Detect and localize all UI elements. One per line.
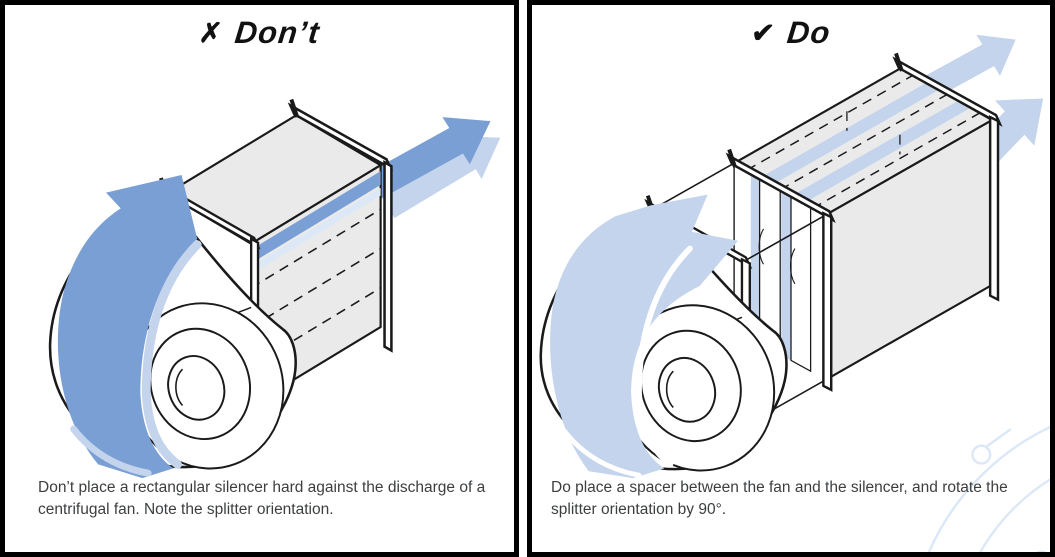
splitter-leading-edges [750, 173, 812, 373]
exit-airflow-arrows [365, 117, 501, 219]
dont-title-text: Don’t [233, 15, 322, 50]
do-caption: Do place a spacer between the fan and th… [551, 478, 1008, 518]
panel-dont: ✗ Don’t Don’t place a rectangular silenc… [0, 0, 519, 557]
fan-airflow-arrow [550, 194, 739, 479]
dont-caption: Don’t place a rectangular silencer hard … [38, 478, 486, 518]
panel-do: ✔ Do Do place a spacer between the fan a… [527, 0, 1055, 557]
fan-airflow-arrow [57, 175, 202, 479]
silencer-outlet-flange [892, 52, 1003, 302]
fan-inlet-cone [127, 302, 285, 470]
cross-icon: ✗ [197, 18, 225, 48]
dont-illustration [48, 98, 501, 479]
do-title-text: Do [785, 15, 833, 50]
fan-inlet-cone [618, 304, 776, 472]
watermark-logo [927, 425, 1050, 552]
silencer-inlet-flange [725, 148, 836, 392]
silencer-vertical-splitters [731, 66, 995, 382]
do-illustration [539, 34, 1050, 552]
dont-title: ✗ Don’t [5, 15, 514, 51]
check-icon: ✔ [749, 18, 777, 48]
silencer-outlet-flange [287, 98, 394, 353]
do-title: ✔ Do [532, 15, 1050, 51]
